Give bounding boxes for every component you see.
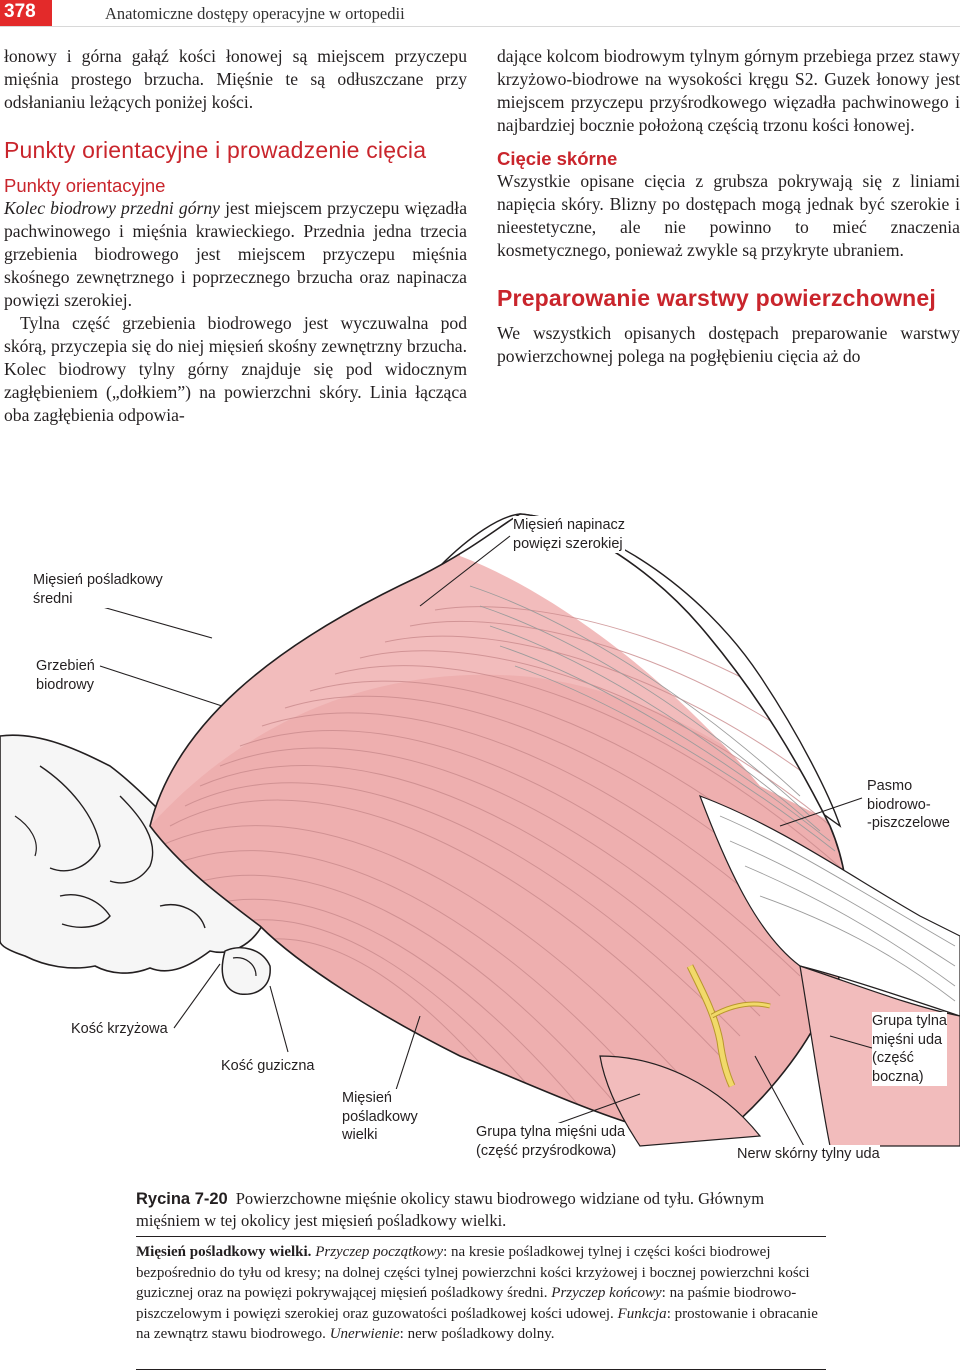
left-column: łonowy i górna gałąź kości łonowej są mi…	[4, 45, 467, 427]
caption-text: Powierzchowne mięśnie okolicy stawu biod…	[136, 1189, 765, 1230]
label-hamstrings-medial: Grupa tylna mięśni uda (część przyśrodko…	[476, 1123, 626, 1160]
label-gluteus-maximus: Mięsień pośladkowy wielki	[342, 1089, 418, 1145]
label-sacrum: Kość krzyżowa	[71, 1020, 168, 1039]
page-number-box	[0, 0, 52, 26]
label-gluteus-medius: Mięsień pośladkowy średni	[33, 571, 163, 608]
iliotibial-band	[698, 794, 960, 1017]
hamstring-medial-muscle	[599, 1055, 762, 1147]
caption-rule	[136, 1236, 826, 1237]
label-iliotibial-band: Pasmo biodrowo- -piszczelowe	[867, 777, 950, 833]
section-title-dissection: Preparowanie warstwy powierzchownej	[497, 285, 937, 311]
anatomy-figure: Mięsień napinacz powięzi szerokiej Mięsi…	[0, 496, 960, 1186]
innervation-label: Unerwienie	[329, 1326, 400, 1342]
label-hamstrings-lateral: Grupa tylna mięśni uda (część boczna)	[872, 1012, 947, 1086]
muscle-name: Mięsień pośladkowy wielki.	[136, 1244, 312, 1260]
function-text: : prostowanie i obracanie na zewnątrz st…	[136, 1305, 818, 1343]
coccyx-bone	[221, 947, 271, 995]
page-number: 378	[4, 1, 36, 22]
landmarks-paragraph-1-text: jest miejscem przyczepu więzadła pachwin…	[4, 198, 467, 310]
intro-paragraph: łonowy i górna gałąź kości łonowej są mi…	[4, 46, 467, 112]
continued-paragraph: dające kolcom biodrowym tylnym górnym pr…	[497, 46, 960, 135]
dissection-paragraph: We wszystkich opisanych dostępach prepar…	[497, 323, 960, 366]
insertion-text: : na paśmie biodrowo-piszczelowym i powi…	[136, 1285, 797, 1322]
header-rule	[0, 26, 960, 27]
section-title-landmarks: Punkty orientacyjne i prowadzenie cięcia	[4, 137, 427, 163]
landmarks-paragraph-2: Tylna część grzebienia biodrowego jest w…	[4, 313, 467, 425]
label-iliac-crest: Grzebień biodrowy	[36, 657, 95, 694]
posterior-femoral-cutaneous-nerve	[686, 964, 771, 1088]
figure-number: Rycina 7-20	[136, 1190, 228, 1208]
label-coccyx: Kość guziczna	[221, 1057, 315, 1076]
landmarks-paragraph-1: Kolec biodrowy przedni górny jest miejsc…	[4, 197, 467, 312]
iliotibial-band-fibers	[719, 815, 956, 1002]
asis-term: Kolec biodrowy przedni górny	[4, 198, 220, 218]
info-rule	[136, 1369, 826, 1370]
origin-label: Przyczep początkowy	[315, 1244, 444, 1260]
right-column: dające kolcom biodrowym tylnym górnym pr…	[497, 45, 960, 368]
innervation-text: : nerw pośladkowy dolny.	[399, 1326, 555, 1342]
subheading-landmarks: Punkty orientacyjne	[4, 175, 166, 196]
label-cutaneous-nerve: Nerw skórny tylny uda	[737, 1145, 880, 1164]
running-title: Anatomiczne dostępy operacyjne w ortoped…	[105, 4, 405, 23]
insertion-label: Przyczep końcowy	[551, 1285, 662, 1301]
muscle-info-box: Mięsień pośladkowy wielki. Przyczep pocz…	[136, 1242, 826, 1345]
incision-paragraph: Wszystkie opisane cięcia z grubsza pokry…	[497, 171, 960, 260]
label-tensor-fasciae-latae: Mięsień napinacz powięzi szerokiej	[513, 516, 626, 553]
subheading-skin-incision: Cięcie skórne	[497, 148, 618, 169]
leader-lines	[91, 535, 873, 1149]
function-label: Funkcja	[617, 1305, 667, 1322]
origin-text: : na kresie pośladkowej tylnej i części …	[136, 1244, 810, 1301]
